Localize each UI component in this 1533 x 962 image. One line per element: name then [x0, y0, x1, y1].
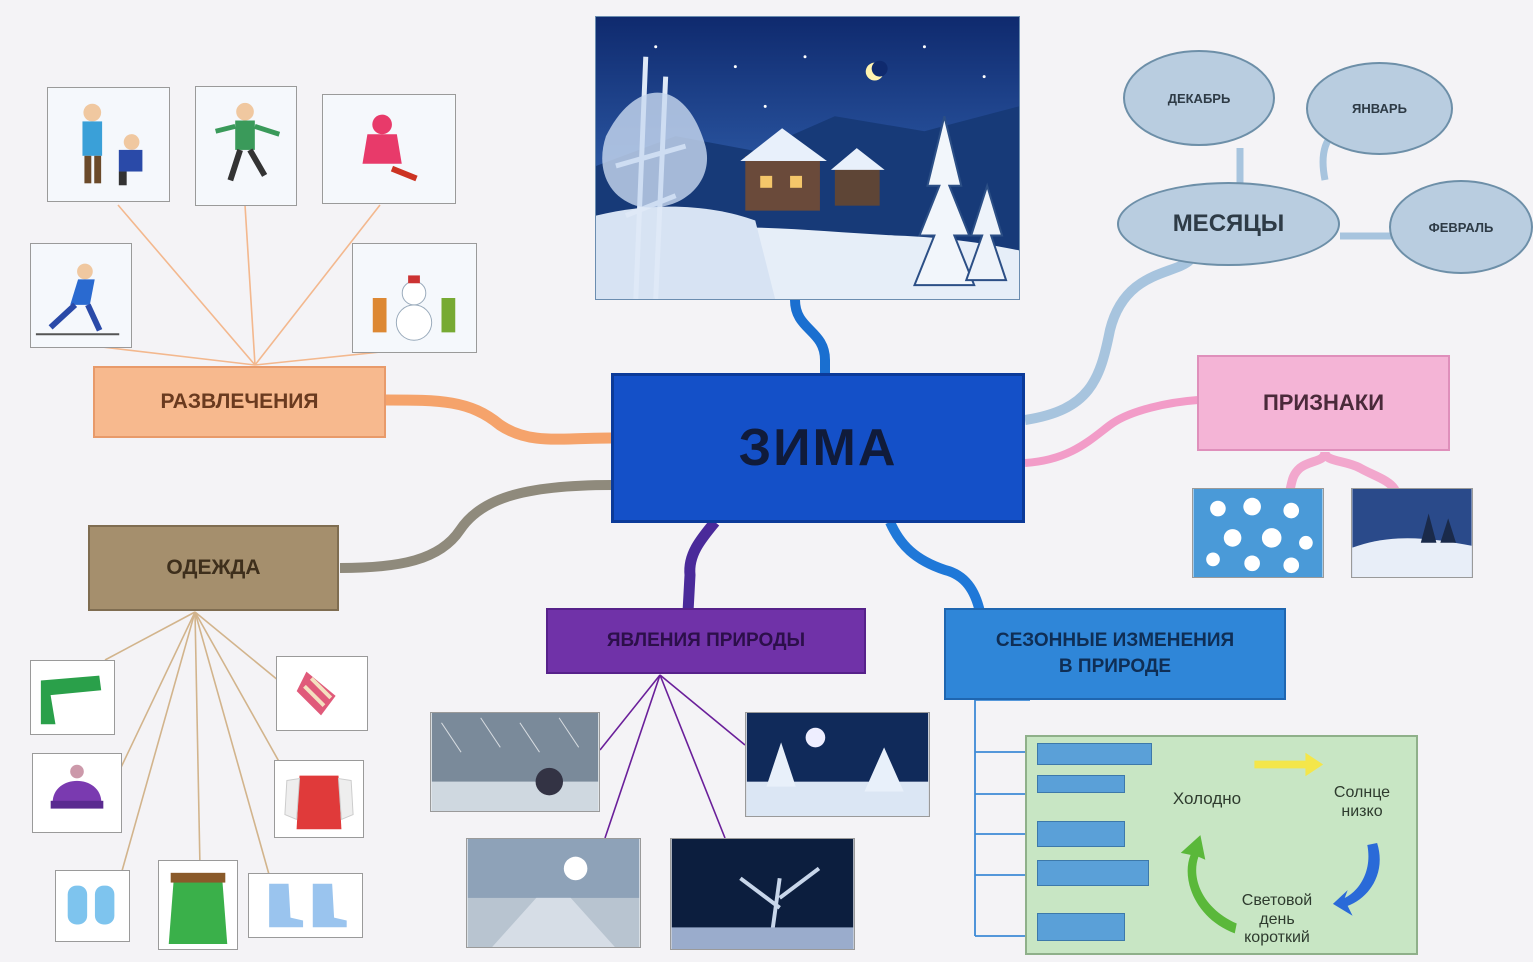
cycle-day-line3: короткий — [1244, 929, 1310, 947]
cycle-day-line1: Световой — [1241, 892, 1313, 910]
month-february-label: ФЕВРАЛЬ — [1428, 219, 1494, 235]
picture-vest — [274, 760, 364, 838]
month-oval-december: ДЕКАБРЬ — [1123, 50, 1275, 146]
picture-snowball-fight — [47, 87, 170, 202]
cycle-cold: Холодно — [1152, 787, 1262, 811]
branch-seasonal-changes: СЕЗОННЫЕ ИЗМЕНЕНИЯ В ПРИРОДЕ — [944, 608, 1286, 700]
branch-entertainment: РАЗВЛЕЧЕНИЯ — [93, 366, 386, 438]
cycle-cold-label: Холодно — [1172, 788, 1242, 808]
picture-snowy-field — [1351, 488, 1473, 578]
seasonal-cycle-board: Холодно Солнце низко Световой день корот… — [1025, 735, 1418, 955]
branch-signs: ПРИЗНАКИ — [1197, 355, 1450, 451]
picture-sledding — [322, 94, 456, 204]
winter-village-picture — [595, 16, 1020, 300]
center-node-winter: ЗИМА — [611, 373, 1025, 523]
cycle-sun-low: Солнце низко — [1317, 779, 1407, 825]
branch-phenomena-label: ЯВЛЕНИЯ ПРИРОДЫ — [606, 630, 806, 652]
cycle-sun-line2: низко — [1341, 803, 1383, 820]
picture-winter-road — [466, 838, 641, 948]
picture-striped-mittens — [276, 656, 368, 731]
cycle-day-line2: день — [1259, 910, 1295, 928]
month-december-label: ДЕКАБРЬ — [1167, 90, 1231, 106]
branch-nature-phenomena: ЯВЛЕНИЯ ПРИРОДЫ — [546, 608, 866, 674]
center-label: ЗИМА — [738, 418, 898, 477]
month-oval-february: ФЕВРАЛЬ — [1389, 180, 1533, 274]
picture-snowy-night-forest — [745, 712, 930, 817]
picture-frost-night — [670, 838, 855, 950]
branch-clothing: ОДЕЖДА — [88, 525, 339, 611]
cycle-short-day: Световой день короткий — [1227, 889, 1327, 951]
picture-snowman — [352, 243, 477, 353]
months-label: МЕСЯЦЫ — [1172, 210, 1285, 237]
picture-skiing — [30, 243, 132, 348]
month-oval-january: ЯНВАРЬ — [1306, 62, 1453, 155]
branch-clothing-label: ОДЕЖДА — [166, 555, 261, 579]
picture-jacket — [158, 860, 238, 950]
month-january-label: ЯНВАРЬ — [1352, 101, 1407, 116]
branch-seasonal-label-line1: СЕЗОННЫЕ ИЗМЕНЕНИЯ — [995, 630, 1235, 652]
picture-scarf — [30, 660, 115, 735]
picture-mittens — [55, 870, 130, 942]
picture-ice-skating — [195, 86, 297, 206]
picture-winter-hat — [32, 753, 122, 833]
picture-blizzard — [430, 712, 600, 812]
branch-seasonal-label-line2: В ПРИРОДЕ — [1058, 656, 1172, 677]
cycle-sun-line1: Солнце — [1333, 783, 1391, 801]
branch-entertainment-label: РАЗВЛЕЧЕНИЯ — [160, 389, 319, 413]
picture-snowflakes — [1192, 488, 1324, 578]
branch-signs-label: ПРИЗНАКИ — [1262, 390, 1385, 416]
picture-winter-boots — [248, 873, 363, 938]
months-oval: МЕСЯЦЫ — [1117, 182, 1340, 266]
